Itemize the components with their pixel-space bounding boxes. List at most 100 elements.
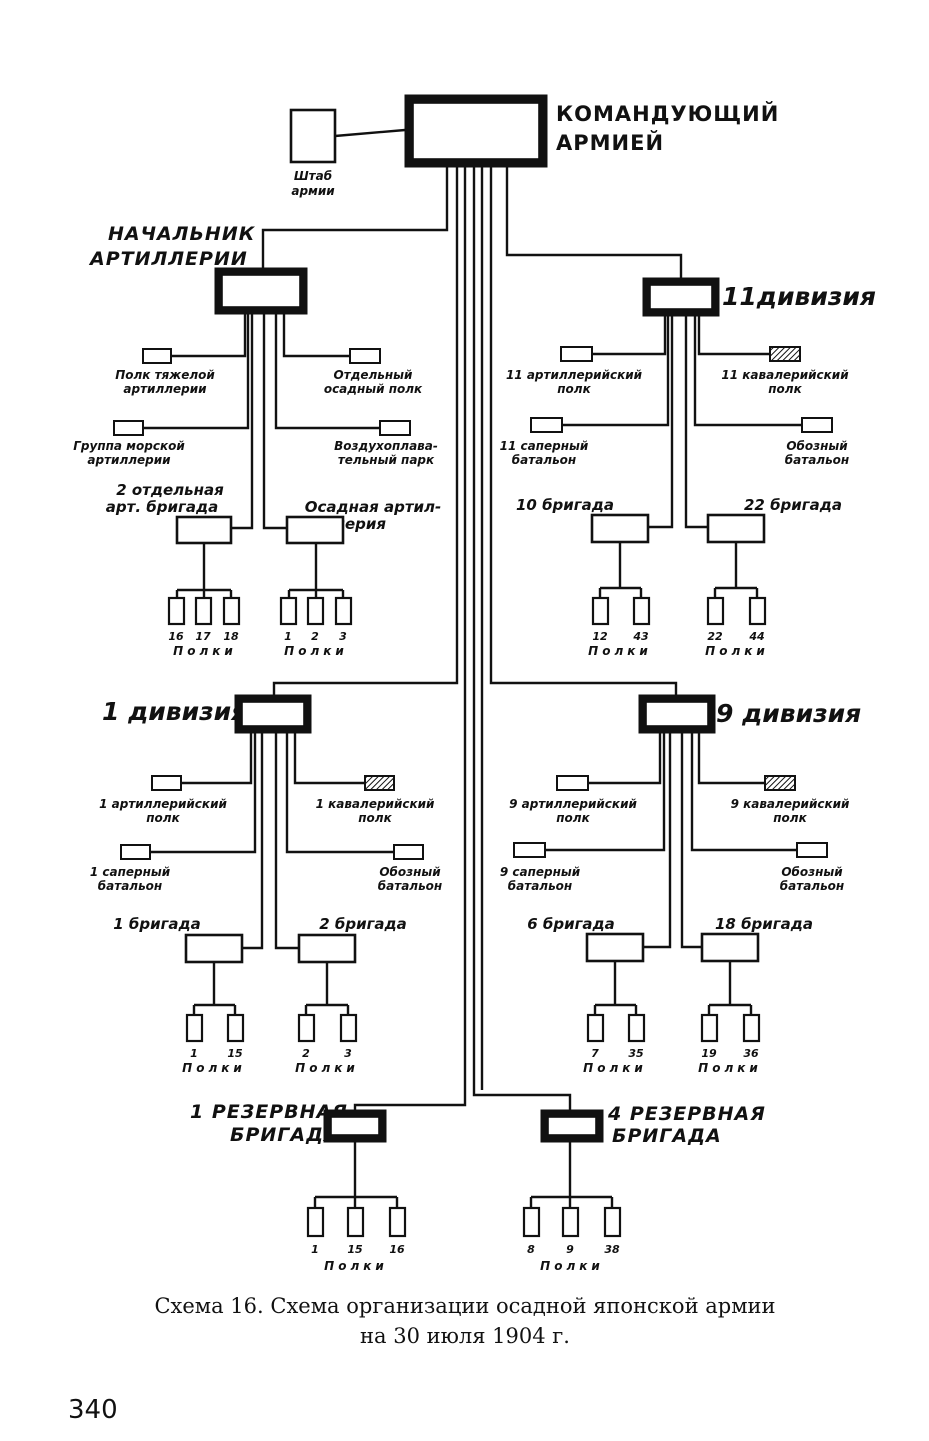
div1-polki-a: Полки	[182, 1061, 246, 1075]
div1-sap-box	[120, 844, 151, 860]
div11-polki-b: Полки	[705, 644, 769, 658]
div9-art-label-1: 9 артиллерийский	[509, 797, 637, 811]
div1-brigade-b-regiments	[297, 962, 358, 1043]
div1-brigade-a-box	[184, 933, 244, 964]
div11-sap-box	[530, 417, 563, 433]
staff-label-2: армии	[291, 184, 335, 198]
div9-reg-a2: 35	[628, 1047, 644, 1060]
div1-brigade-a-regiments	[185, 962, 245, 1043]
div1-reg-b1: 2	[302, 1047, 310, 1060]
div11-brigade-b-label: 22 бригада	[744, 496, 842, 514]
div11-sap-label-1: 11 саперный	[500, 439, 589, 453]
naval-artillery-label-2: артиллерии	[87, 453, 171, 467]
div11-brigade-b-box	[706, 513, 766, 544]
div9-block	[638, 694, 716, 734]
div11-reg-b2: 44	[748, 630, 764, 643]
commander-trunk-lines	[261, 167, 683, 1110]
res1-reg-1: 1	[311, 1243, 319, 1256]
balloon-park-label-2: тельный парк	[338, 453, 435, 467]
div11-art-label-2: полк	[557, 382, 591, 396]
art-brigade-polki: Полки	[173, 644, 237, 658]
div9-reg-b1: 19	[701, 1047, 717, 1060]
balloon-park-label-1: Воздухоплава-	[334, 439, 438, 453]
div11-brigade-b-regiments	[706, 542, 767, 626]
res4-reg-2: 9	[566, 1243, 574, 1256]
res4-reg-3: 38	[604, 1243, 620, 1256]
div1-art-label-1: 1 артиллерийский	[99, 797, 227, 811]
div9-sap-label-1: 9 саперный	[500, 865, 581, 879]
caption-line-2: на 30 июля 1904 г.	[360, 1324, 570, 1348]
res4-block	[540, 1109, 604, 1143]
div9-brigade-a-label: 6 бригада	[527, 915, 615, 933]
res1-reg-2: 15	[347, 1243, 363, 1256]
commander-label-2: АРМИЕЙ	[556, 130, 664, 155]
div1-brigade-b-box	[297, 933, 357, 964]
div9-sap-label-2: батальон	[508, 879, 572, 893]
res1-title-2: БРИГАДА	[230, 1124, 340, 1146]
art-brigade-reg-2: 17	[195, 630, 211, 643]
div1-obo-box	[393, 844, 424, 860]
div11-art-label-1: 11 артиллерийский	[506, 368, 643, 382]
artillery-chief-lines	[143, 314, 380, 530]
div9-obo-label-2: батальон	[780, 879, 844, 893]
heavy-artillery-label-2: артиллерии	[123, 382, 207, 396]
art-brigade-label-1: 2 отдельная	[116, 481, 224, 499]
siege-art-polki: Полки	[284, 644, 348, 658]
div11-cav-box	[769, 346, 801, 362]
div1-reg-b2: 3	[344, 1047, 352, 1060]
div1-brigade-a-label: 1 бригада	[113, 915, 201, 933]
div9-brigade-b-box	[700, 932, 760, 963]
res4-reg-1: 8	[527, 1243, 535, 1256]
staff-label-1: Штаб	[294, 169, 332, 183]
siege-regiment-label-1: Отдельный	[334, 368, 414, 382]
div11-reg-a1: 12	[592, 630, 608, 643]
div9-reg-b2: 36	[743, 1047, 759, 1060]
div1-brigade-b-label: 2 бригада	[319, 915, 407, 933]
div9-polki-a: Полки	[583, 1061, 647, 1075]
div1-cav-label-2: полк	[358, 811, 392, 825]
div11-title: 11дивизия	[722, 282, 876, 311]
res4-title-2: БРИГАДА	[612, 1125, 722, 1147]
art-brigade-reg-1: 16	[168, 630, 184, 643]
div1-obo-label-1: Обозный	[379, 865, 441, 879]
res4-regiments	[522, 1142, 622, 1238]
heavy-artillery-label-1: Полк тяжелой	[115, 368, 215, 382]
div11-brigade-a-label: 10 бригада	[516, 496, 614, 514]
artillery-chief-block	[214, 267, 308, 315]
siege-art-label-2: лерия	[334, 515, 386, 533]
naval-artillery-label-1: Группа морской	[73, 439, 185, 453]
div1-obo-label-2: батальон	[378, 879, 442, 893]
div11-cav-label-1: 11 кавалерийский	[721, 368, 849, 382]
staff-link	[334, 128, 406, 138]
div1-cav-label-1: 1 кавалерийский	[316, 797, 435, 811]
div1-sap-label-2: батальон	[98, 879, 162, 893]
art-brigade-box	[175, 515, 233, 545]
div1-reg-a1: 1	[190, 1047, 198, 1060]
res1-polki: Полки	[324, 1259, 388, 1273]
art-brigade-reg-3: 18	[223, 630, 239, 643]
siege-art-label-1: Осадная артил-	[305, 498, 442, 516]
art-brigade-label-2: арт. бригада	[106, 498, 218, 516]
artillery-chief-label-1: НАЧАЛЬНИК	[108, 223, 256, 245]
siege-art-regiments	[279, 543, 353, 626]
div11-obo-label-1: Обозный	[786, 439, 848, 453]
div11-brigade-a-box	[590, 513, 650, 544]
div1-art-box	[151, 775, 182, 791]
div9-cav-box	[764, 775, 796, 791]
div1-sap-label-1: 1 саперный	[90, 865, 171, 879]
div9-sap-box	[513, 842, 546, 858]
div11-cav-label-2: полк	[768, 382, 802, 396]
siege-regiment-label-2: осадный полк	[324, 382, 423, 396]
div11-polki-a: Полки	[588, 644, 652, 658]
div9-brigade-b-regiments	[700, 961, 761, 1043]
div1-title: 1 дивизия	[102, 697, 247, 726]
div1-art-label-2: полк	[146, 811, 180, 825]
siege-art-reg-2: 2	[311, 630, 319, 643]
div1-lines	[150, 733, 394, 950]
res4-title-1: 4 РЕЗЕРВНАЯ	[607, 1103, 766, 1125]
heavy-artillery-box	[142, 348, 172, 364]
caption-line-1: Схема 16. Схема организации осадной япон…	[154, 1294, 775, 1318]
div9-cav-label-2: полк	[773, 811, 807, 825]
res1-reg-3: 16	[389, 1243, 405, 1256]
div11-reg-a2: 43	[632, 630, 649, 643]
